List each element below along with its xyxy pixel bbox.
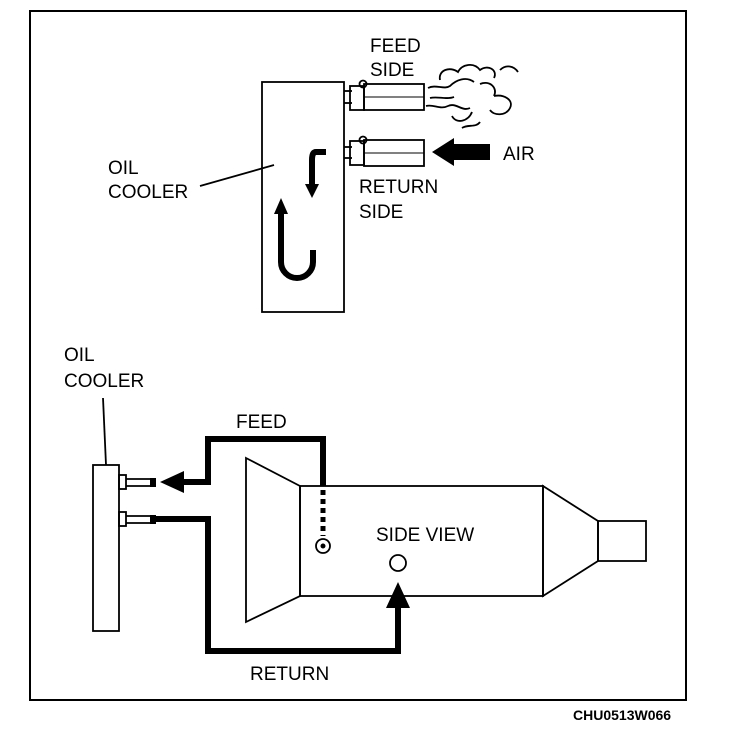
- air-inflow-arrow-icon: [432, 138, 490, 166]
- feed-side-label-2: SIDE: [370, 60, 414, 81]
- transmission-output: [597, 520, 647, 562]
- top-oil-cooler-body: [261, 81, 345, 313]
- up-arrow-icon: [274, 198, 288, 214]
- top-oil-cooler-label-2: COOLER: [108, 182, 188, 203]
- feed-port-icon: [315, 538, 331, 554]
- side-view-label: SIDE VIEW: [376, 525, 474, 546]
- bottom-return-fitting: [118, 511, 156, 527]
- air-puff-icon: [425, 64, 519, 129]
- return-side-label-2: SIDE: [359, 202, 403, 223]
- internal-flow-arrows: [274, 149, 326, 281]
- feed-side-label-1: FEED: [370, 36, 421, 57]
- down-arrow-icon: [305, 184, 319, 198]
- top-oil-cooler-leader: [199, 164, 275, 187]
- top-oil-cooler-label-1: OIL: [108, 158, 139, 179]
- bottom-diagram: OIL COOLER FEED SIDE VIEW RETURN: [64, 345, 647, 685]
- top-return-fitting: [344, 135, 425, 167]
- bottom-oil-cooler-label-2: COOLER: [64, 371, 144, 392]
- feed-label: FEED: [236, 412, 287, 433]
- top-diagram: FEED SIDE AIR OIL COOLER RETURN SIDE: [108, 36, 535, 313]
- return-side-label-1: RETURN: [359, 177, 438, 198]
- bottom-feed-fitting: [118, 474, 156, 490]
- figure-frame: [29, 10, 687, 701]
- bottom-oil-cooler-body: [92, 464, 120, 632]
- return-port-icon: [389, 554, 407, 572]
- return-hose: [156, 516, 401, 654]
- transmission-tailcone: [542, 484, 599, 598]
- top-feed-fitting: [344, 79, 425, 111]
- bottom-oil-cooler-label-1: OIL: [64, 345, 95, 366]
- transmission-bellhousing: [245, 456, 301, 624]
- return-arrow-icon: [386, 582, 410, 608]
- air-label: AIR: [503, 144, 535, 165]
- figure-code: CHU0513W066: [573, 707, 671, 723]
- transmission-side-view: [245, 456, 647, 624]
- feed-arrow-icon: [160, 471, 184, 493]
- feed-hose: [182, 436, 326, 486]
- bottom-oil-cooler-leader: [102, 397, 107, 466]
- return-label: RETURN: [250, 664, 329, 685]
